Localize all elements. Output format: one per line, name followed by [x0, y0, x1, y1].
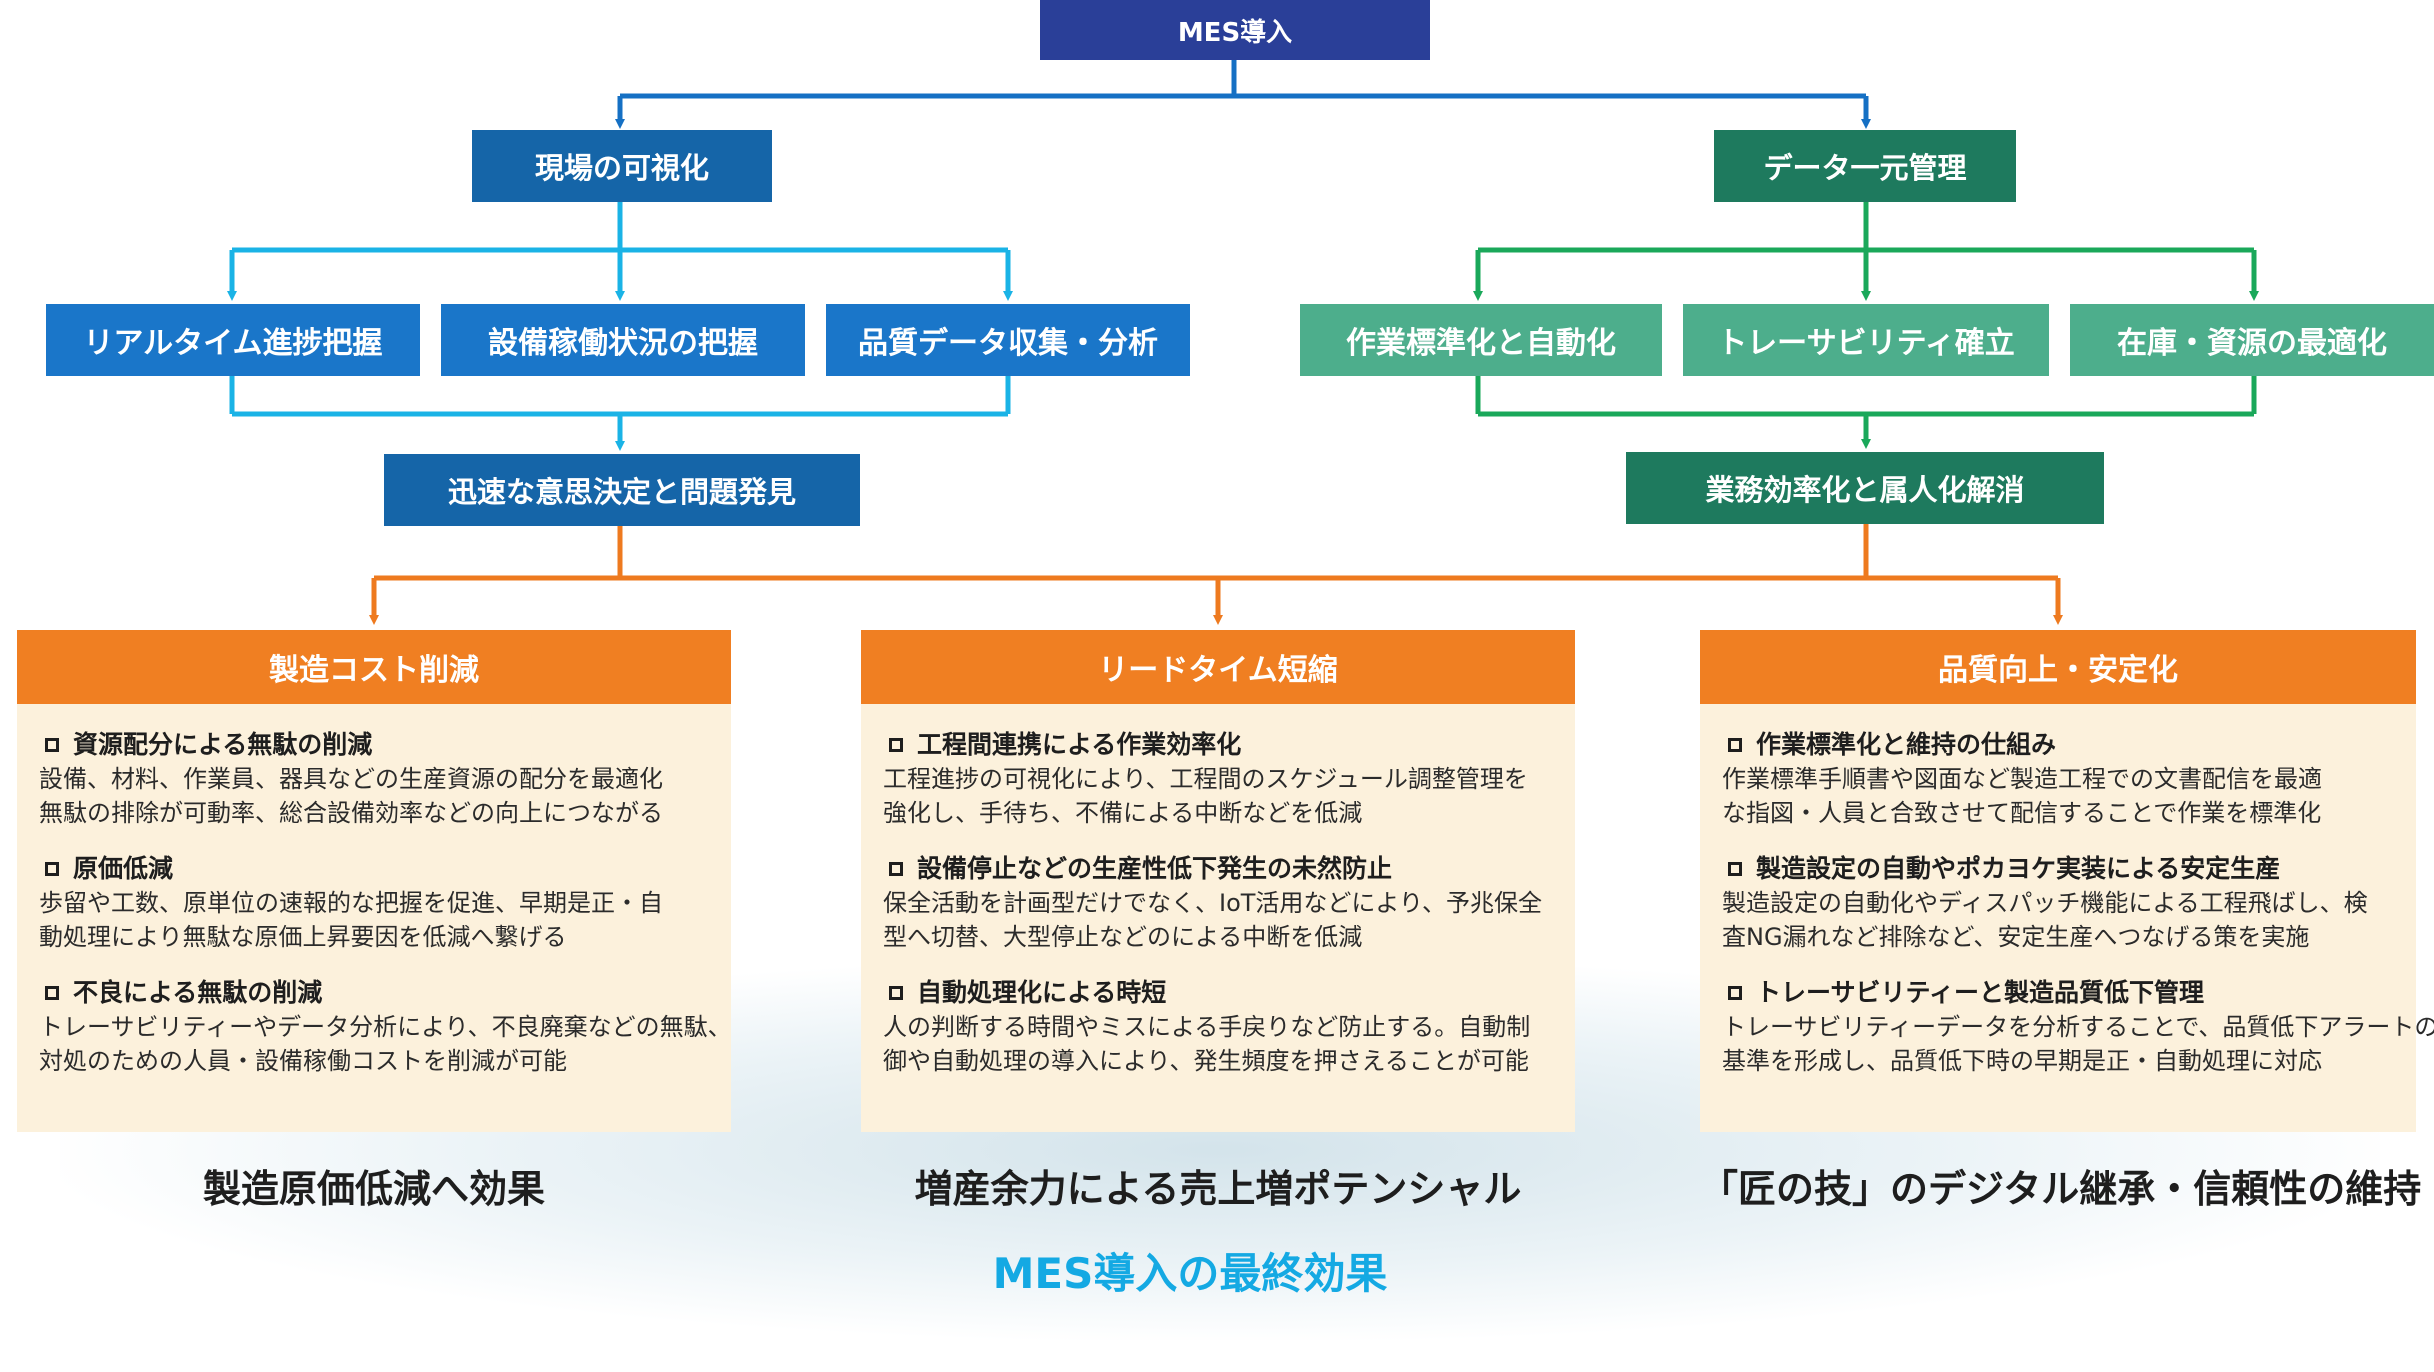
- effect-leadtime: 増産余力による売上増ポテンシャル: [914, 1167, 1522, 1211]
- item-desc-line: 基準を形成し、品質低下時の早期是正・自動処理に対応: [1722, 1047, 2322, 1075]
- right-child-1: 作業標準化と自動化: [1300, 304, 1662, 376]
- item-desc-line: 保全活動を計画型だけでなく、IoT活用などにより、予兆保全: [883, 889, 1542, 917]
- result-connector: [369, 524, 2063, 625]
- item-title: 工程間連携による作業効率化: [917, 730, 1242, 759]
- panel-cost: 資源配分による無駄の削減 設備、材料、作業員、器具などの生産資源の配分を最適化無…: [17, 704, 732, 1132]
- panel-quality: 作業標準化と維持の仕組み 作業標準手順書や図面など製造工程での文書配信を最適な指…: [1700, 704, 2434, 1132]
- right-child-2: トレーサビリティ確立: [1683, 304, 2049, 376]
- panel-leadtime: 工程間連携による作業効率化 工程進捗の可視化により、工程間のスケジュール調整管理…: [861, 704, 1575, 1132]
- item-title: 自動処理化による時短: [917, 978, 1167, 1007]
- effect-quality: 「匠の技」のデジタル継承・信頼性の維持: [1700, 1167, 2422, 1211]
- item-desc-line: 工程進捗の可視化により、工程間のスケジュール調整管理を: [883, 765, 1528, 793]
- list-item: 不良による無駄の削減 トレーサビリティーやデータ分析により、不良廃棄などの無駄、…: [39, 976, 732, 1078]
- item-desc-line: 対処のための人員・設備稼働コストを削減が可能: [39, 1047, 567, 1075]
- item-title: 製造設定の自動やポカヨケ実装による安定生産: [1756, 854, 2281, 883]
- item-desc-line: 無駄の排除が可動率、総合設備効率などの向上につながる: [39, 799, 663, 827]
- item-desc-line: 強化し、手待ち、不備による中断などを低減: [883, 799, 1363, 827]
- item-desc-line: 歩留や工数、原単位の速報的な把握を促進、早期是正・自: [39, 889, 663, 917]
- item-desc-line: トレーサビリティーやデータ分析により、不良廃棄などの無駄、: [39, 1013, 732, 1041]
- checkbox-square-icon: [45, 862, 59, 876]
- item-desc-line: 御や自動処理の導入により、発生頻度を押さえることが可能: [883, 1047, 1529, 1075]
- item-desc-line: 型へ切替、大型停止などのによる中断を低減: [883, 923, 1363, 951]
- root-connector: [615, 60, 1871, 129]
- list-item: 製造設定の自動やポカヨケ実装による安定生産 製造設定の自動化やディスパッチ機能に…: [1722, 852, 2394, 954]
- item-desc-line: 製造設定の自動化やディスパッチ機能による工程飛ばし、検: [1722, 889, 2368, 917]
- item-desc-line: 人の判断する時間やミスによる手戻りなど防止する。自動制: [883, 1013, 1531, 1041]
- list-item: 作業標準化と維持の仕組み 作業標準手順書や図面など製造工程での文書配信を最適な指…: [1722, 728, 2394, 830]
- left-result-node: 迅速な意思決定と問題発見: [384, 454, 860, 526]
- item-desc-line: 動処理により無駄な原価上昇要因を低減へ繋げる: [39, 923, 567, 951]
- list-item: 資源配分による無駄の削減 設備、材料、作業員、器具などの生産資源の配分を最適化無…: [39, 728, 709, 830]
- panel-header-cost: 製造コスト削減: [17, 630, 731, 704]
- checkbox-square-icon: [1728, 986, 1742, 1000]
- checkbox-square-icon: [889, 738, 903, 752]
- list-item: トレーサビリティーと製造品質低下管理 トレーサビリティーデータを分析することで、…: [1722, 976, 2434, 1078]
- list-item: 工程間連携による作業効率化 工程進捗の可視化により、工程間のスケジュール調整管理…: [883, 728, 1553, 830]
- left-child-3: 品質データ収集・分析: [826, 304, 1190, 376]
- item-title: 作業標準化と維持の仕組み: [1756, 730, 2057, 759]
- left-child-2: 設備稼働状況の把握: [441, 304, 805, 376]
- item-desc-line: トレーサビリティーデータを分析することで、品質低下アラートの: [1722, 1013, 2434, 1041]
- right-connector: [1473, 202, 2259, 449]
- panel-header-leadtime: リードタイム短縮: [861, 630, 1575, 704]
- checkbox-square-icon: [45, 738, 59, 752]
- left-connector: [227, 202, 1013, 451]
- checkbox-square-icon: [1728, 738, 1742, 752]
- panel-header-quality: 品質向上・安定化: [1700, 630, 2416, 704]
- right-child-3: 在庫・資源の最適化: [2070, 304, 2434, 376]
- item-title: 設備停止などの生産性低下発生の未然防止: [917, 854, 1393, 883]
- effect-cost: 製造原価低減へ効果: [202, 1167, 545, 1211]
- list-item: 原価低減 歩留や工数、原単位の速報的な把握を促進、早期是正・自動処理により無駄な…: [39, 852, 709, 954]
- item-desc-line: な指図・人員と合致させて配信することで作業を標準化: [1722, 799, 2322, 827]
- list-item: 自動処理化による時短 人の判断する時間やミスによる手戻りなど防止する。自動制御や…: [883, 976, 1553, 1078]
- root-node: MES導入: [1040, 0, 1430, 60]
- branch-left-node: 現場の可視化: [472, 130, 772, 202]
- checkbox-square-icon: [1728, 862, 1742, 876]
- item-title: 資源配分による無駄の削減: [73, 730, 373, 759]
- checkbox-square-icon: [889, 862, 903, 876]
- branch-right-node: データ一元管理: [1714, 130, 2016, 202]
- item-desc-line: 査NG漏れなど排除など、安定生産へつなげる策を実施: [1722, 923, 2310, 951]
- item-title: 原価低減: [73, 854, 174, 883]
- item-desc-line: 設備、材料、作業員、器具などの生産資源の配分を最適化: [39, 765, 663, 793]
- final-effect-title: MES導入の最終効果: [992, 1249, 1388, 1298]
- item-desc-line: 作業標準手順書や図面など製造工程での文書配信を最適: [1722, 765, 2322, 793]
- checkbox-square-icon: [45, 986, 59, 1000]
- checkbox-square-icon: [889, 986, 903, 1000]
- item-title: トレーサビリティーと製造品質低下管理: [1756, 978, 2205, 1007]
- list-item: 設備停止などの生産性低下発生の未然防止 保全活動を計画型だけでなく、IoT活用な…: [883, 852, 1553, 954]
- left-child-1: リアルタイム進捗把握: [46, 304, 420, 376]
- right-result-node: 業務効率化と属人化解消: [1626, 452, 2104, 524]
- item-title: 不良による無駄の削減: [73, 978, 323, 1007]
